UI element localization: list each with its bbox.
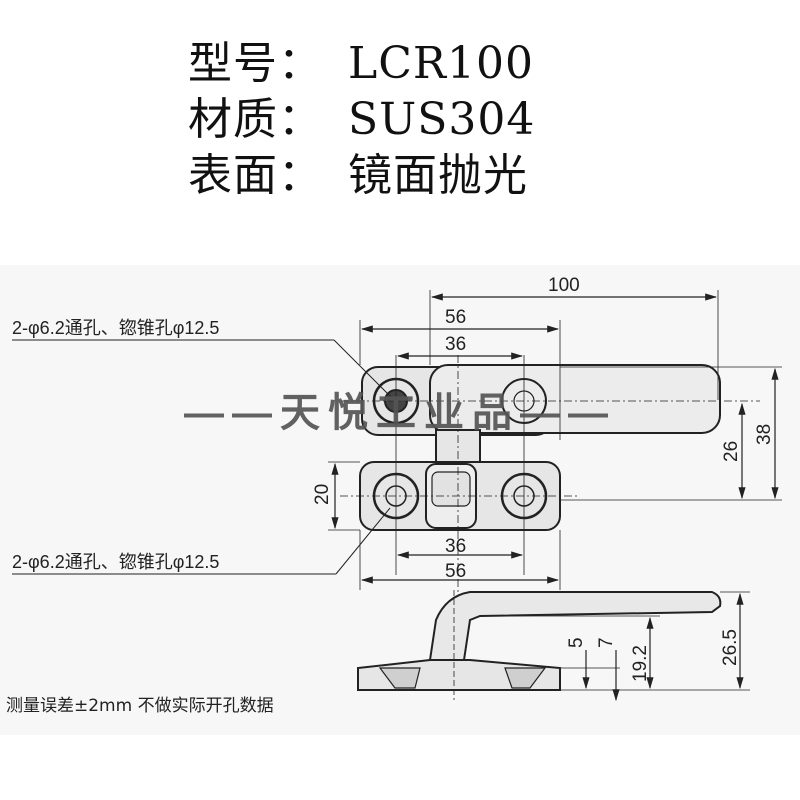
callout-bottom: 2-φ6.2通孔、锪锥孔φ12.5 <box>12 552 219 572</box>
dim-36-bottom: 36 <box>445 536 466 557</box>
dim-38: 38 <box>754 424 775 445</box>
dim-26-5: 26.5 <box>720 629 741 666</box>
footer-note: 测量误差±2mm 不做实际开孔数据 <box>6 696 274 716</box>
dim-19-2: 19.2 <box>630 645 651 682</box>
spec-material-value: SUS304 <box>348 94 536 145</box>
dim-56-bottom: 56 <box>445 561 466 582</box>
dim-20: 20 <box>312 484 333 505</box>
spec-material-label: 材质： <box>188 94 323 145</box>
spec-model-label: 型号： <box>188 38 323 89</box>
dim-56-top: 56 <box>445 307 466 328</box>
dim-26: 26 <box>721 441 742 462</box>
dim-5: 5 <box>566 637 587 648</box>
spec-surface-value: 镜面抛光 <box>348 150 528 201</box>
dim-100: 100 <box>548 275 580 296</box>
dim-36-top: 36 <box>445 334 466 355</box>
spec-surface: 表面： 镜面抛光 <box>188 148 528 204</box>
spec-material: 材质： SUS304 <box>188 92 535 148</box>
technical-drawing: 100 56 36 36 56 20 26 38 5 7 19.2 26.5 2… <box>0 265 800 735</box>
dim-7: 7 <box>596 637 617 648</box>
callout-top: 2-φ6.2通孔、锪锥孔φ12.5 <box>12 318 219 338</box>
spec-surface-label: 表面： <box>188 150 323 201</box>
spec-model-value: LCR100 <box>348 38 534 89</box>
spec-model: 型号： LCR100 <box>188 36 534 92</box>
drawing-svg: 100 56 36 36 56 20 26 38 5 7 19.2 26.5 2… <box>12 275 782 702</box>
